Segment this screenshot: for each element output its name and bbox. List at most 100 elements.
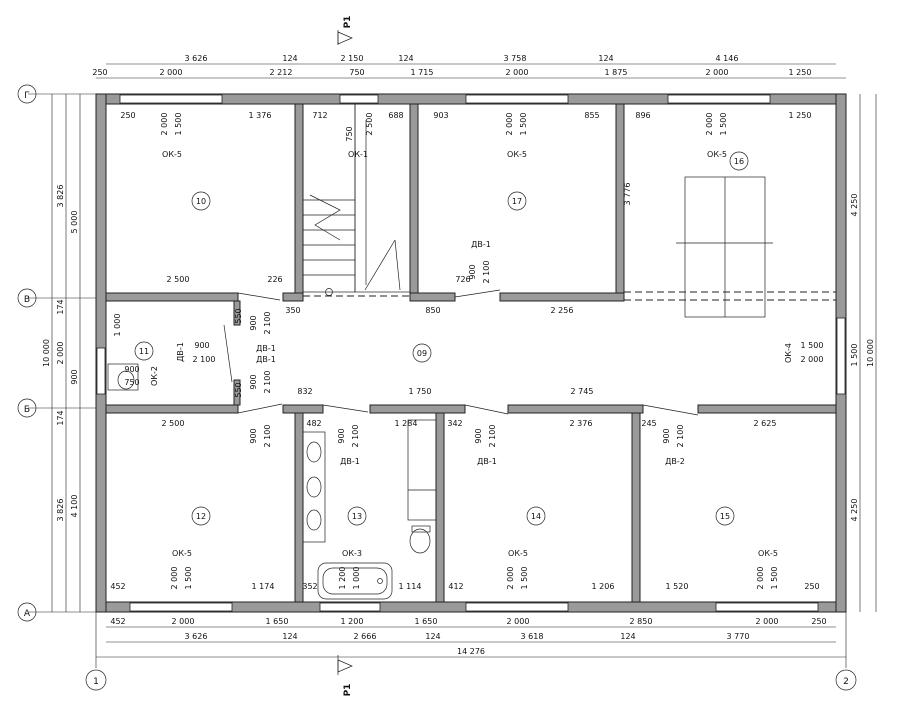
inner-dim: 1 750 (409, 387, 432, 396)
left-dim-mid: 3 826 (56, 185, 65, 208)
inner-dim: 2 100 (488, 425, 497, 448)
door-leaves (223, 289, 699, 416)
room-number: 11 (139, 347, 149, 356)
inner-dim: 2 625 (754, 419, 777, 428)
room-number: 15 (720, 512, 730, 521)
inner-dim: 900 (249, 315, 258, 330)
axis-bubble-b (17, 398, 37, 418)
inner-dim: 900 (468, 264, 477, 279)
axis-bubble-a (17, 602, 37, 622)
inner-dim: 1 500 (801, 341, 824, 350)
inner-dim: 2 000 (801, 355, 824, 364)
inner-dim: 2 745 (571, 387, 594, 396)
top-dim-r1: 4 146 (716, 54, 739, 63)
inner-dim: 900 (124, 365, 139, 374)
top-dim-r1: 3 758 (504, 54, 527, 63)
bottom-dim-r2: 124 (425, 632, 440, 641)
inner-dim: 900 (474, 428, 483, 443)
inner-dim: 1 500 (770, 567, 779, 590)
inner-dim: 2 000 (160, 113, 169, 136)
inner-dim: 3 776 (623, 183, 632, 206)
inner-dim: 1 114 (399, 582, 422, 591)
left-dim-inner: 900 (70, 369, 79, 384)
window-label: ОК-5 (507, 150, 527, 159)
axis-bubble-1 (85, 669, 107, 691)
inner-dim: 250 (120, 111, 135, 120)
right-dim-mid: 4 250 (850, 499, 859, 522)
inner-dim: 482 (306, 419, 321, 428)
room-bubble (507, 191, 527, 211)
left-dim-inner: 4 100 (70, 495, 79, 518)
axis-lines (28, 93, 847, 668)
axis-bubble-v (17, 288, 37, 308)
top-dim-r2: 2 212 (270, 68, 293, 77)
top-dim-r2: 1 715 (411, 68, 434, 77)
inner-dim: 352 (302, 582, 317, 591)
inner-dim: 750 (124, 378, 139, 387)
bottom-dim-r2: 124 (620, 632, 635, 641)
inner-dim: 896 (635, 111, 650, 120)
inner-dim: 1 500 (184, 567, 193, 590)
inner-dim: 1 500 (719, 113, 728, 136)
inner-dim: 1 250 (789, 111, 812, 120)
axis-label-2: 2 (843, 677, 849, 687)
window-label: ОК-2 (150, 366, 159, 386)
left-dim-mid: 174 (56, 410, 65, 425)
room-bubble (526, 506, 546, 526)
inner-dim: 726 (455, 275, 470, 284)
inner-dim: 850 (425, 306, 440, 315)
inner-dim: 900 (194, 341, 209, 350)
room-bubble (729, 151, 749, 171)
window-label: ОК-5 (162, 150, 182, 159)
bottom-dim-r2: 3 626 (185, 632, 208, 641)
inner-dim: 2 000 (506, 567, 515, 590)
inner-dim: 832 (297, 387, 312, 396)
room-number: 17 (512, 197, 522, 206)
inner-dim: 1 500 (520, 567, 529, 590)
inner-dim: 550 (234, 382, 243, 397)
room-number: 10 (196, 197, 206, 206)
bottom-dim-r1: 250 (811, 617, 826, 626)
top-dim-r2: 1 875 (605, 68, 628, 77)
window-label: ОК-5 (758, 549, 778, 558)
room-number: 16 (734, 157, 744, 166)
inner-dim: 452 (110, 582, 125, 591)
bottom-dim-r2: 124 (282, 632, 297, 641)
door-label: ДВ-1 (176, 342, 185, 362)
bottom-dim-r1: 2 000 (507, 617, 530, 626)
windows (96, 94, 846, 612)
axis-label-g: Г (24, 91, 30, 101)
door-label: ДВ-2 (665, 457, 685, 466)
window-label: ОК-3 (342, 549, 362, 558)
inner-dim: 1 500 (174, 113, 183, 136)
inner-dim: 2 000 (705, 113, 714, 136)
left-dim-mid: 174 (56, 299, 65, 314)
inner-dim: 712 (312, 111, 327, 120)
section-mark-bottom (337, 655, 353, 675)
room-bubble (191, 506, 211, 526)
top-dim-r2: 2 000 (706, 68, 729, 77)
inner-dim: 226 (267, 275, 282, 284)
axis-bubble-g (17, 84, 37, 104)
right-dim-mid: 4 250 (850, 194, 859, 217)
inner-dim: 245 (641, 419, 656, 428)
room-number: 13 (352, 512, 362, 521)
fixtures (107, 176, 773, 600)
door-label: ДВ-1 (477, 457, 497, 466)
bottom-dim-r1: 1 650 (266, 617, 289, 626)
top-dim-r2: 2 000 (160, 68, 183, 77)
inner-dim: 1 520 (666, 582, 689, 591)
bottom-dim-r2: 3 770 (727, 632, 750, 641)
inner-dim: 1 000 (113, 314, 122, 337)
window-label: ОК-1 (348, 150, 368, 159)
section-mark-label-bottom: P1 (343, 684, 353, 697)
inner-dim: 900 (249, 374, 258, 389)
section-mark-label-top: P1 (343, 16, 353, 29)
inner-dim: 1 206 (592, 582, 615, 591)
inner-dim: 250 (804, 582, 819, 591)
bottom-dim-total: 14 276 (457, 647, 485, 656)
inner-dim: 412 (448, 582, 463, 591)
inner-dim: 1 200 (338, 567, 347, 590)
room-bubble (191, 191, 211, 211)
